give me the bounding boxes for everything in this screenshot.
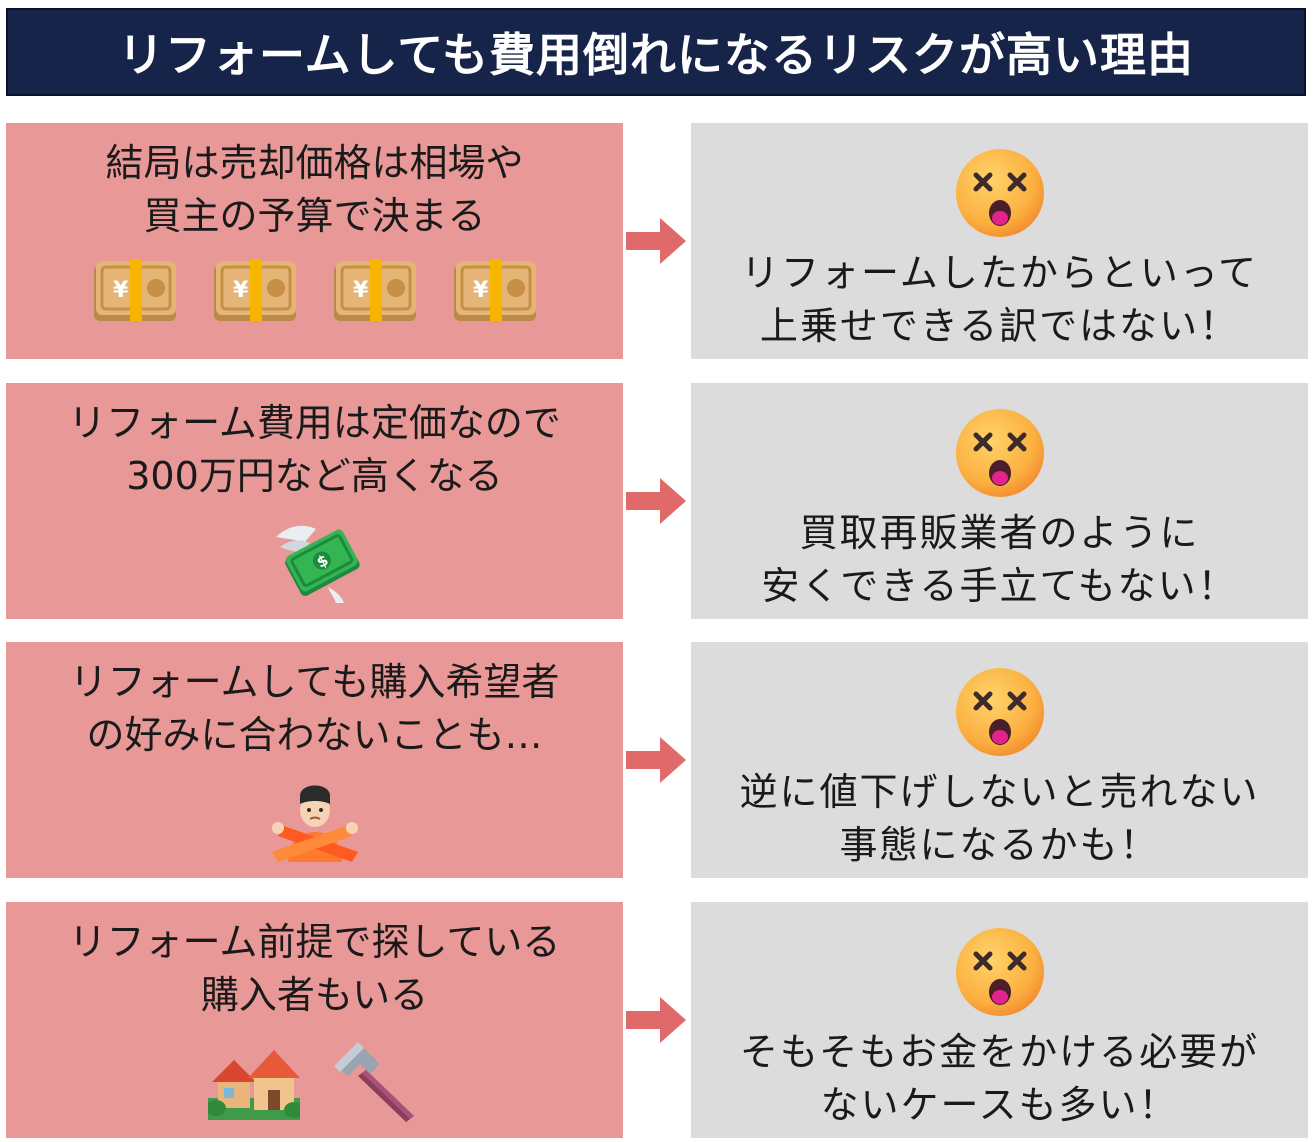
- arrow-right-icon: [626, 737, 686, 783]
- hammer-icon: [333, 1042, 414, 1122]
- reason-row-1: 結局は売却価格は相場や 買主の予算で決まる ¥ ¥: [0, 123, 1314, 359]
- reason-row-4: リフォーム前提で探している 購入者もいる: [0, 902, 1314, 1138]
- svg-text:¥: ¥: [353, 278, 369, 303]
- cause-icons: [6, 776, 623, 864]
- dizzy-face-icon: [955, 409, 1044, 497]
- cause-text: リフォームしても購入希望者 の好みに合わないことも…: [69, 660, 560, 757]
- effect-text: そもそもお金をかける必要が ないケースも多い！: [739, 1030, 1260, 1127]
- cause-text: リフォーム前提で探している 購入者もいる: [68, 920, 561, 1017]
- effect-text: 買取再販業者のように 安くできる手立てもない！: [761, 511, 1238, 608]
- cause-icons: $: [6, 517, 623, 603]
- arrow-right-icon: [626, 218, 686, 264]
- effect-text: リフォームしたからといって 上乗せできる訳ではない！: [741, 251, 1258, 348]
- cause-text: 結局は売却価格は相場や 買主の予算で決まる: [105, 141, 524, 238]
- arrow-right-icon: [626, 997, 686, 1043]
- cause-box: リフォーム前提で探している 購入者もいる: [6, 902, 623, 1138]
- svg-text:¥: ¥: [113, 278, 129, 303]
- effect-box: そもそもお金をかける必要が ないケースも多い！: [691, 902, 1308, 1138]
- yen-banknote-icon: ¥: [333, 259, 416, 321]
- yen-banknote-icon: ¥: [213, 259, 296, 321]
- effect-text: 逆に値下げしないと売れない 事態になるかも！: [739, 770, 1260, 867]
- cause-box: リフォームしても購入希望者 の好みに合わないことも…: [6, 642, 623, 878]
- yen-banknote-icon: ¥: [453, 259, 536, 321]
- cause-icons: [6, 1036, 623, 1122]
- effect-box: 買取再販業者のように 安くできる手立てもない！: [691, 383, 1308, 619]
- reason-row-2: リフォーム費用は定価なので 300万円など高くなる $: [0, 383, 1314, 619]
- cause-text: リフォーム費用は定価なので 300万円など高くなる: [68, 401, 561, 498]
- svg-text:¥: ¥: [233, 278, 249, 303]
- reason-row-3: リフォームしても購入希望者 の好みに合わないことも…: [0, 642, 1314, 878]
- arrow-right-icon: [626, 478, 686, 524]
- effect-box: リフォームしたからといって 上乗せできる訳ではない！: [691, 123, 1308, 359]
- yen-banknote-icon: ¥: [93, 259, 176, 321]
- title-bar: リフォームしても費用倒れになるリスクが高い理由: [6, 8, 1306, 96]
- cause-box: 結局は売却価格は相場や 買主の予算で決まる ¥ ¥: [6, 123, 623, 359]
- effect-box: 逆に値下げしないと売れない 事態になるかも！: [691, 642, 1308, 878]
- dizzy-face-icon: [955, 149, 1044, 237]
- cause-box: リフォーム費用は定価なので 300万円など高くなる $: [6, 383, 623, 619]
- dizzy-face-icon: [955, 668, 1044, 756]
- money-with-wings-icon: $: [275, 525, 360, 603]
- cause-icons: ¥ ¥ ¥: [6, 257, 623, 325]
- svg-text:¥: ¥: [473, 278, 489, 303]
- person-gesturing-no-icon: [271, 785, 358, 862]
- houses-icon: [207, 1050, 300, 1120]
- page-title: リフォームしても費用倒れになるリスクが高い理由: [118, 28, 1194, 82]
- dizzy-face-icon: [955, 928, 1044, 1016]
